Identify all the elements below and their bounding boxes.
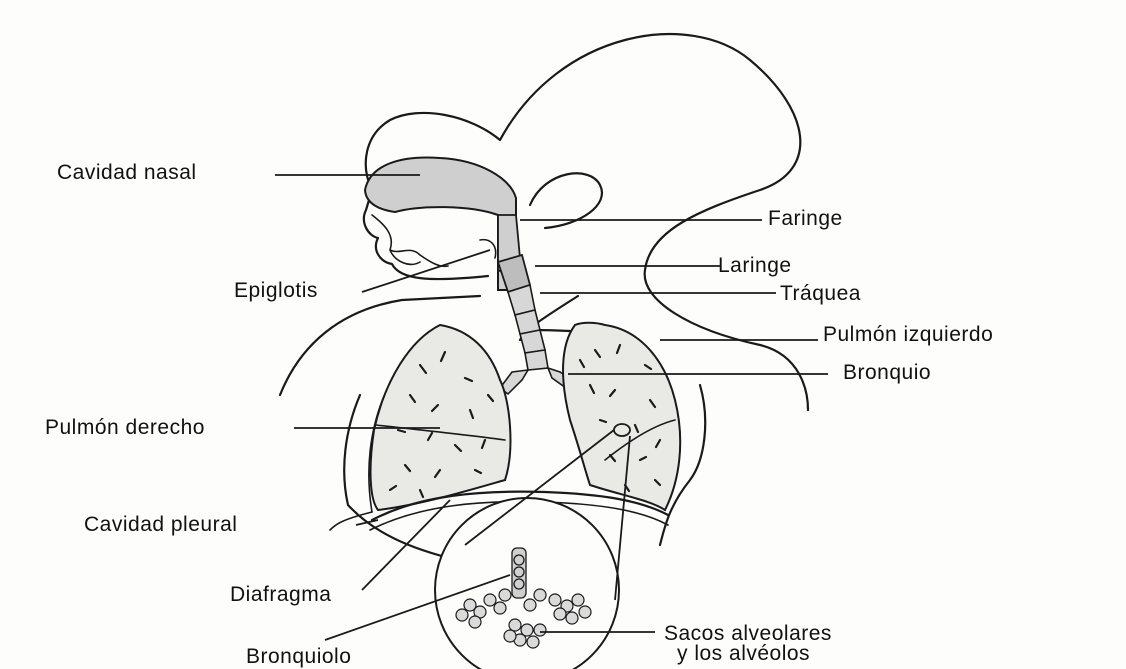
label-pulmon-izquierdo: Pulmón izquierdo bbox=[823, 324, 993, 345]
bronchi-shape bbox=[500, 368, 572, 394]
label-traquea: Tráquea bbox=[780, 283, 861, 304]
label-laringe: Laringe bbox=[718, 255, 792, 276]
label-bronquio: Bronquio bbox=[843, 362, 931, 383]
epiglottis-shape bbox=[480, 240, 496, 258]
bronchiole-drawing bbox=[512, 548, 526, 598]
label-bronquiolo: Bronquiolo bbox=[246, 646, 351, 667]
trachea-rings bbox=[508, 285, 548, 370]
mouth-outline bbox=[372, 215, 448, 266]
leader-epiglotis bbox=[362, 250, 490, 292]
label-faringe: Faringe bbox=[768, 208, 843, 229]
right-lung-shape bbox=[371, 325, 511, 510]
label-sacos-alveolares-line1: Sacos alveolares bbox=[664, 623, 832, 644]
label-cavidad-nasal: Cavidad nasal bbox=[57, 162, 197, 183]
label-pulmon-derecho: Pulmón derecho bbox=[45, 417, 205, 438]
label-diafragma: Diafragma bbox=[230, 584, 331, 605]
left-lung-shape bbox=[563, 323, 680, 510]
label-sacos-alveolares-line2: y los alvéolos bbox=[677, 643, 810, 664]
label-epiglotis: Epiglotis bbox=[234, 280, 318, 301]
nasal-cavity-shape bbox=[365, 157, 516, 290]
label-cavidad-pleural: Cavidad pleural bbox=[84, 514, 237, 535]
